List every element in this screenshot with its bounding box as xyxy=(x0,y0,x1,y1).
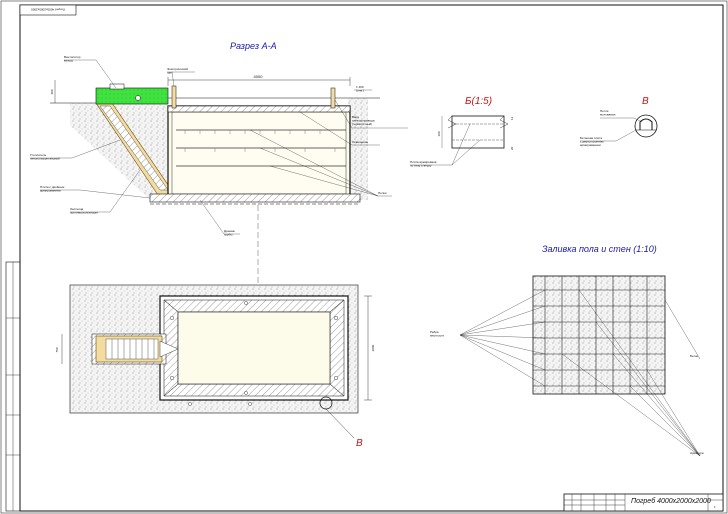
plan-dim-left: 750 xyxy=(55,347,59,352)
detail-b-dim-20: 20 xyxy=(510,146,514,150)
detail-b-dim-100: 100 xyxy=(437,131,441,136)
label-shelves: Полки xyxy=(378,191,387,195)
top-stamp-text: Погреб 4000х2000х2000 xyxy=(31,8,65,12)
title-block-sheet-number: 1 xyxy=(714,505,716,509)
label-concrete: Бетон xyxy=(690,354,699,358)
shelves xyxy=(176,129,346,167)
plan-mark-v: В xyxy=(356,438,363,449)
title-block: Погреб 4000х2000х2000 1 xyxy=(563,493,724,512)
dim-width: 4000 xyxy=(254,74,264,79)
section-aa: Разрез А-А xyxy=(30,41,408,290)
floor-detail-title: Заливка пола и стен (1:10) xyxy=(542,244,657,254)
plan-dim-right: 2000 xyxy=(371,344,375,351)
entrance-hatch xyxy=(95,87,169,105)
title-block-name: Погреб 4000х2000х2000 xyxy=(631,497,711,505)
label-lighting: Освещение xyxy=(352,140,368,144)
top-stamp: Погреб 4000х2000х2000 xyxy=(19,4,77,16)
left-strip xyxy=(5,261,21,512)
detail-v-title: В xyxy=(642,96,649,107)
inner-frame xyxy=(19,4,724,512)
vent-pipe-right xyxy=(330,87,336,109)
section-aa-title: Разрез А-А xyxy=(230,41,277,51)
vent-pipe-left xyxy=(171,85,177,109)
plan-view: В 750 2000 xyxy=(55,284,375,449)
dim-right-top: ± 400(отм.) xyxy=(356,85,364,92)
dim-left: 400 xyxy=(50,89,54,94)
detail-b-title: Б(1:5) xyxy=(465,96,492,107)
detail-b-dim-12: 12 xyxy=(510,116,514,120)
